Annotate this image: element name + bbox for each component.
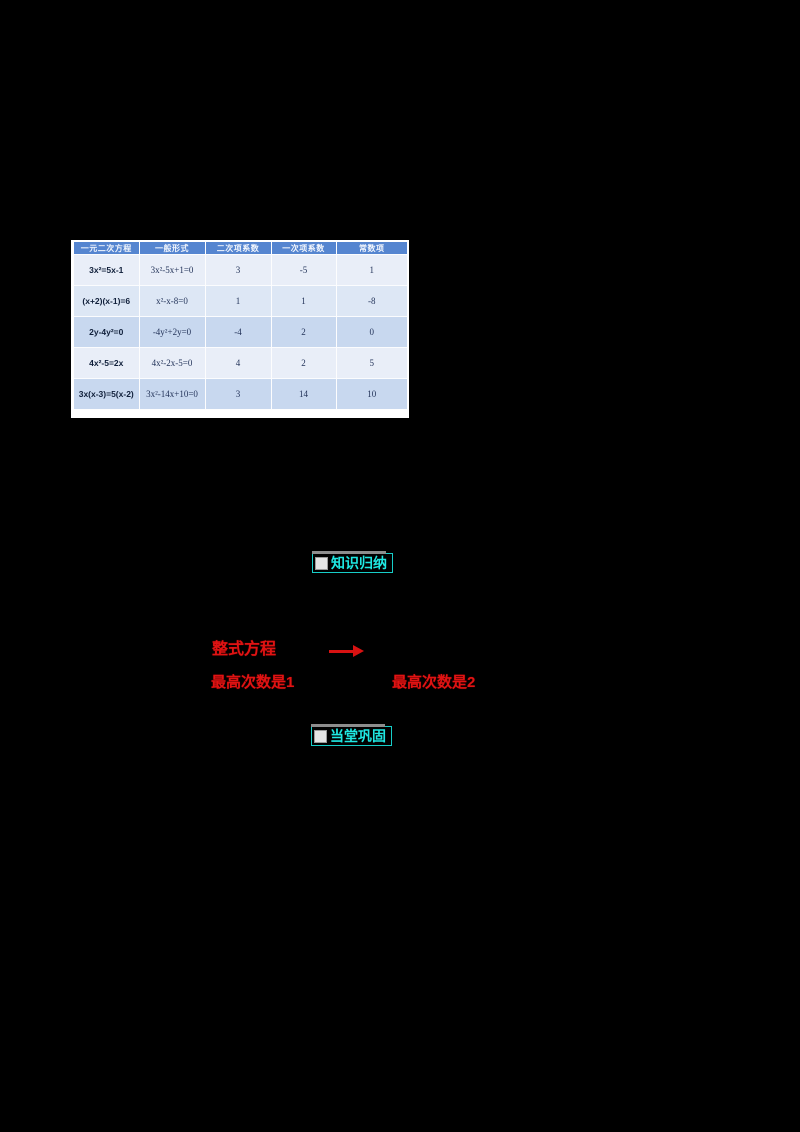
general-form-cell: -4y²+2y=0 — [138, 316, 205, 348]
diagram-note-left: 最高次数是1 — [211, 674, 295, 691]
linear-coeff-cell: 14 — [270, 378, 336, 409]
diagram-node-label: 整式方程 — [212, 641, 277, 658]
quadratic-coeff-cell: -4 — [204, 316, 271, 348]
linear-coeff-cell: 2 — [270, 347, 336, 379]
banner-label: 知识归纳 — [331, 555, 387, 571]
linear-coeff-cell: 1 — [270, 285, 336, 317]
bullet-square-icon — [314, 729, 327, 743]
banner-label: 当堂巩固 — [330, 728, 386, 744]
equation-table-panel: 一元二次方程 一般形式 二次项系数 一次项系数 常数项 3x²=5x-1 3x²… — [71, 240, 409, 418]
table-row: 3x²=5x-1 3x²-5x+1=0 3 -5 1 — [74, 254, 407, 286]
table-header-row: 一元二次方程 一般形式 二次项系数 一次项系数 常数项 — [74, 242, 407, 255]
column-header-equation: 一元二次方程 — [74, 242, 139, 255]
constant-cell: 5 — [335, 347, 407, 379]
linear-coeff-cell: -5 — [270, 254, 336, 286]
linear-coeff-cell: 2 — [270, 316, 336, 348]
column-header-quadratic: 二次项系数 — [204, 242, 271, 255]
constant-cell: 1 — [335, 254, 407, 286]
equation-cell: 4x²-5=2x — [74, 347, 139, 379]
table-row: 4x²-5=2x 4x²-2x-5=0 4 2 5 — [74, 347, 407, 379]
quadratic-coeff-cell: 3 — [204, 254, 271, 286]
table-row: (x+2)(x-1)=6 x²-x-8=0 1 1 -8 — [74, 285, 407, 317]
equation-cell: 2y-4y²=0 — [74, 316, 139, 348]
knowledge-summary-banner: 知识归纳 — [312, 551, 393, 573]
general-form-cell: 4x²-2x-5=0 — [138, 347, 205, 379]
column-header-linear: 一次项系数 — [270, 242, 336, 255]
table-row: 3x(x-3)=5(x-2) 3x²-14x+10=0 3 14 10 — [74, 378, 407, 409]
class-practice-banner: 当堂巩固 — [311, 724, 392, 746]
general-form-cell: 3x²-14x+10=0 — [138, 378, 205, 409]
equation-cell: (x+2)(x-1)=6 — [74, 285, 139, 317]
table-row: 2y-4y²=0 -4y²+2y=0 -4 2 0 — [74, 316, 407, 348]
general-form-cell: x²-x-8=0 — [138, 285, 205, 317]
constant-cell: 10 — [335, 378, 407, 409]
constant-cell: 0 — [335, 316, 407, 348]
arrow-head — [353, 645, 364, 657]
column-header-constant: 常数项 — [335, 242, 407, 255]
quadratic-coeff-cell: 1 — [204, 285, 271, 317]
right-arrow-icon — [329, 644, 366, 658]
general-form-cell: 3x²-5x+1=0 — [138, 254, 205, 286]
diagram-note-right: 最高次数是2 — [392, 674, 476, 691]
constant-cell: -8 — [335, 285, 407, 317]
equation-cell: 3x(x-3)=5(x-2) — [74, 378, 139, 409]
quadratic-coeff-cell: 4 — [204, 347, 271, 379]
column-header-general: 一般形式 — [138, 242, 205, 255]
equation-cell: 3x²=5x-1 — [74, 254, 139, 286]
equation-table: 一元二次方程 一般形式 二次项系数 一次项系数 常数项 3x²=5x-1 3x²… — [74, 242, 407, 409]
bullet-square-icon — [315, 556, 328, 570]
quadratic-coeff-cell: 3 — [204, 378, 271, 409]
arrow-shaft — [329, 650, 354, 653]
